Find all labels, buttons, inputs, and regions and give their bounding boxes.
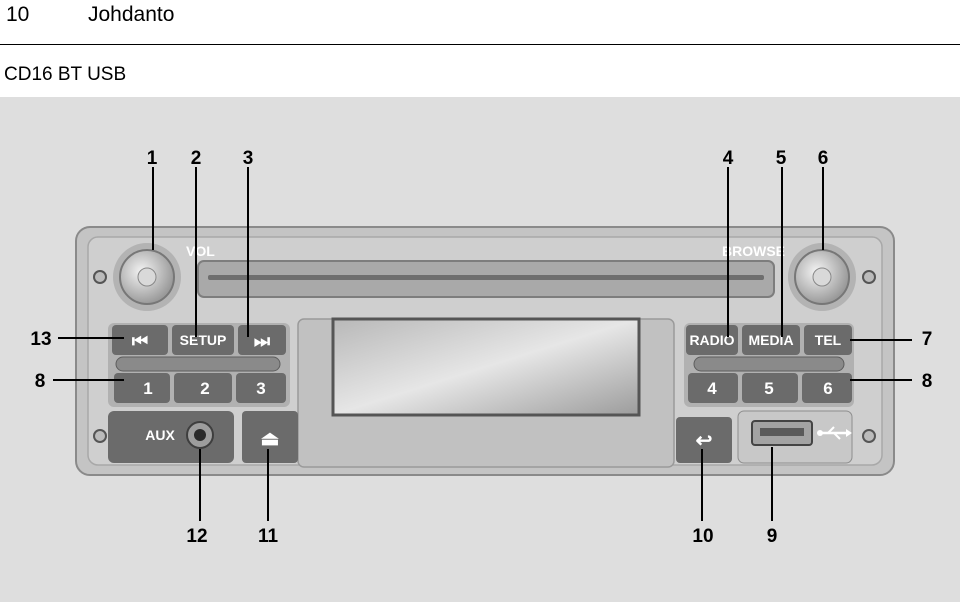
callout-13: 13: [30, 329, 51, 350]
radio-button[interactable]: RADIO: [686, 325, 738, 355]
preset-rocker-left: [115, 356, 281, 372]
callout-10: 10: [692, 526, 713, 547]
callout-7: 7: [922, 329, 933, 350]
header-divider: [0, 44, 960, 45]
screw-icon: [862, 429, 876, 443]
media-button[interactable]: MEDIA: [742, 325, 800, 355]
next-track-icon: ⏭: [254, 331, 271, 351]
preset-button-3[interactable]: 3: [236, 373, 286, 403]
callout-4: 4: [723, 148, 734, 169]
preset-3-label: 3: [256, 379, 265, 398]
eject-icon: ⏏: [261, 428, 280, 450]
callout-6: 6: [818, 148, 829, 169]
screw-icon: [862, 270, 876, 284]
display-screen: [331, 317, 641, 417]
preset-1-label: 1: [143, 379, 152, 398]
page-number: 10: [6, 3, 30, 26]
next-track-button[interactable]: ⏭: [238, 325, 286, 355]
callout-9: 9: [767, 526, 778, 547]
eject-button[interactable]: ⏏: [242, 411, 298, 463]
cd-slot-opening: [208, 275, 764, 280]
callout-lines: [53, 167, 912, 521]
preset-button-1[interactable]: 1: [114, 373, 170, 403]
volume-knob[interactable]: [113, 243, 181, 311]
preset-rocker-right: [693, 356, 845, 372]
preset-button-5[interactable]: 5: [742, 373, 798, 403]
callout-1: 1: [147, 148, 158, 169]
preset-5-label: 5: [764, 379, 773, 398]
prev-track-button[interactable]: ⏮: [112, 325, 168, 355]
tel-button-label: TEL: [815, 332, 842, 348]
tel-button[interactable]: TEL: [804, 325, 852, 355]
usb-icon: [817, 426, 852, 440]
callout-8-right: 8: [922, 371, 933, 392]
radio-button-label: RADIO: [689, 332, 734, 348]
setup-button-label: SETUP: [180, 332, 227, 348]
preset-4-label: 4: [707, 379, 717, 398]
setup-button[interactable]: SETUP: [172, 325, 234, 355]
prev-track-icon: ⏮: [132, 331, 148, 351]
screw-icon: [93, 270, 107, 284]
callout-5: 5: [776, 148, 787, 169]
callout-8-left: 8: [35, 371, 46, 392]
usb-port[interactable]: [737, 410, 853, 464]
chapter-title: Johdanto: [88, 3, 175, 26]
callout-11: 11: [258, 526, 279, 547]
vol-label: VOL: [186, 243, 215, 259]
browse-label: BROWSE: [722, 243, 785, 259]
preset-button-2[interactable]: 2: [174, 373, 232, 403]
aux-panel: AUX: [108, 411, 234, 463]
preset-2-label: 2: [200, 379, 209, 398]
screw-icon: [93, 429, 107, 443]
callout-3: 3: [243, 148, 254, 169]
aux-label: AUX: [145, 427, 175, 443]
back-button[interactable]: ↩: [676, 417, 732, 463]
callout-2: 2: [191, 148, 202, 169]
radio-illustration: VOL BROWSE ⏮ SETUP ⏭: [0, 97, 960, 602]
radio-diagram: VOL BROWSE ⏮ SETUP ⏭: [30, 148, 933, 547]
media-button-label: MEDIA: [748, 332, 793, 348]
callout-12: 12: [186, 526, 207, 547]
preset-button-6[interactable]: 6: [802, 373, 852, 403]
preset-6-label: 6: [823, 379, 832, 398]
section-title: CD16 BT USB: [4, 64, 127, 85]
preset-button-4[interactable]: 4: [688, 373, 738, 403]
browse-knob[interactable]: [788, 243, 856, 311]
aux-input-jack[interactable]: [186, 421, 214, 449]
back-arrow-icon: ↩: [696, 430, 713, 452]
